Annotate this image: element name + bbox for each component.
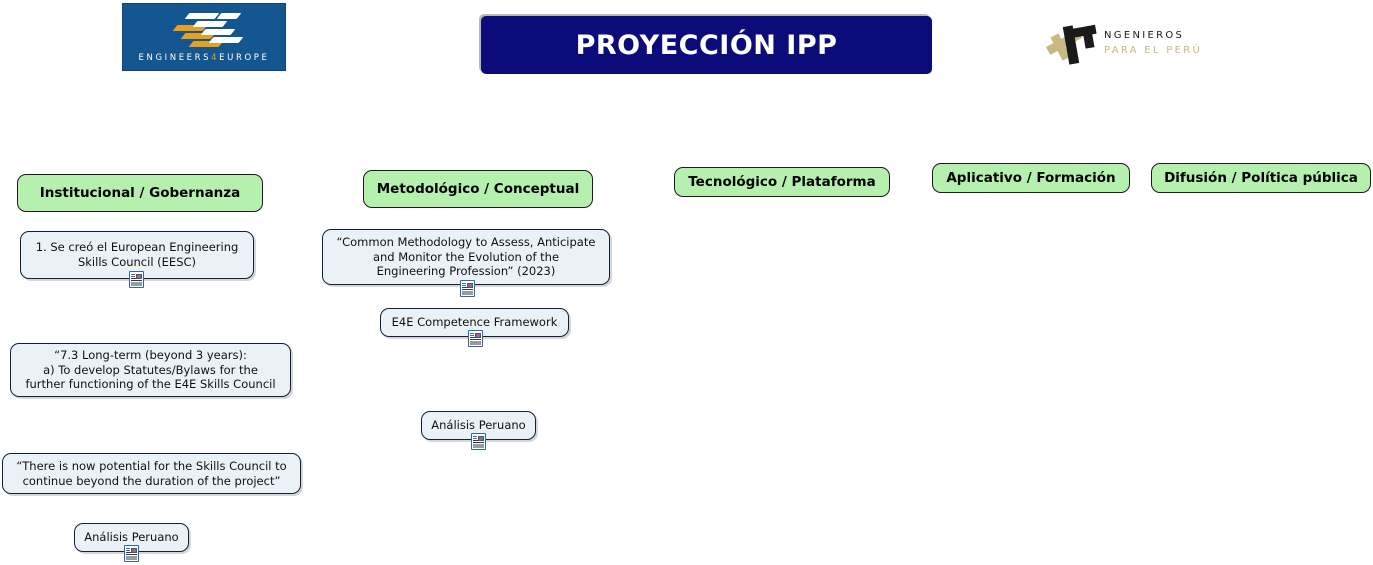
category-header-difusion[interactable]: Difusión / Política pública [1151,163,1371,193]
ingenieros-para-el-peru-logo: NGENIEROS PARA EL PERÚ [1044,22,1214,67]
category-header-metodologico[interactable]: Metodológico / Conceptual [363,170,593,208]
node-text: “7.3 Long-term (beyond 3 years): a) To d… [25,347,276,392]
attachment-document-icon[interactable] [468,330,483,347]
attachment-document-icon[interactable] [460,280,475,297]
category-label: Aplicativo / Formación [946,170,1116,186]
category-label: Difusión / Política pública [1164,170,1358,186]
attachment-document-icon[interactable] [124,545,139,562]
e4e-logo-bars-icon [172,9,249,47]
e4e-wordmark-before: ENGINEERS [138,53,212,63]
node-common-methodology[interactable]: “Common Methodology to Assess, Anticipat… [322,229,610,285]
node-text: “There is now potential for the Skills C… [16,458,287,488]
attachment-document-icon[interactable] [129,271,144,288]
ipp-monogram-icon [1044,22,1102,67]
ipp-logo-line1: NGENIEROS [1104,30,1185,41]
node-text: 1. Se creó el European Engineering Skill… [35,240,239,269]
ipp-logo-line2: PARA EL PERÚ [1104,45,1203,56]
node-text: “Common Methodology to Assess, Anticipat… [336,234,596,279]
e4e-wordmark-accent: 4 [211,53,220,63]
category-label: Institucional / Gobernanza [39,185,241,201]
e4e-logo-wordmark: ENGINEERS4EUROPE [123,53,285,63]
page-title-banner: PROYECCIÓN IPP [481,16,932,74]
page-header: ENGINEERS4EUROPE PROYECCIÓN IPP NGENIERO… [0,0,1373,90]
category-header-aplicativo[interactable]: Aplicativo / Formación [932,163,1130,193]
page-title: PROYECCIÓN IPP [575,29,838,61]
category-label: Tecnológico / Plataforma [688,174,876,190]
node-skills-council-potential[interactable]: “There is now potential for the Skills C… [2,453,301,494]
engineers4europe-logo: ENGINEERS4EUROPE [122,3,286,71]
node-long-term-statutes[interactable]: “7.3 Long-term (beyond 3 years): a) To d… [10,343,291,397]
category-header-institucional[interactable]: Institucional / Gobernanza [17,174,263,212]
node-text: Análisis Peruano [84,530,179,545]
attachment-document-icon[interactable] [471,433,486,450]
node-text: E4E Competence Framework [391,315,558,330]
e4e-wordmark-after: EUROPE [219,53,270,63]
node-eesc-created[interactable]: 1. Se creó el European Engineering Skill… [20,231,254,279]
node-analisis-peruano-institucional[interactable]: Análisis Peruano [74,523,189,552]
node-text: Análisis Peruano [431,418,526,433]
category-header-tecnologico[interactable]: Tecnológico / Plataforma [674,167,890,197]
category-label: Metodológico / Conceptual [376,181,580,197]
